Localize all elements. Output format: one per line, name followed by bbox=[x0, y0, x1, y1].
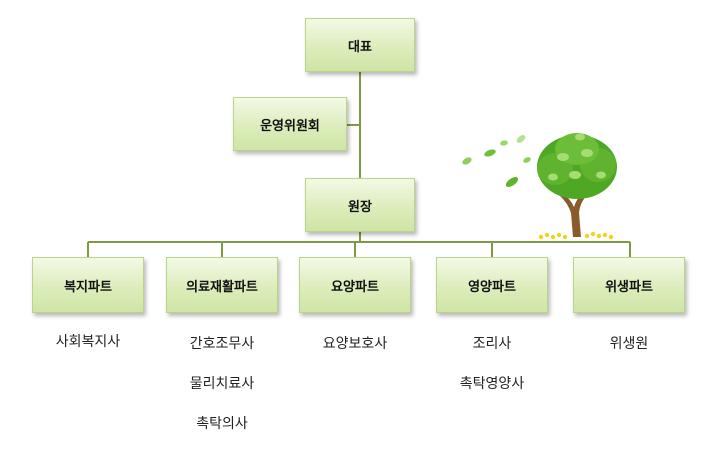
committee-box: 운영위원회 bbox=[233, 97, 347, 151]
staff-item: 사회복지사 bbox=[55, 334, 121, 350]
tree-icon bbox=[462, 133, 617, 240]
staff-item: 조리사 bbox=[472, 336, 512, 352]
staff-item: 간호조무사 bbox=[189, 336, 255, 352]
part-label: 의료재활파트 bbox=[186, 279, 258, 295]
part-box-nutrition: 영양파트 bbox=[436, 257, 548, 313]
committee-label: 운영위원회 bbox=[260, 118, 320, 134]
part-label: 위생파트 bbox=[605, 279, 653, 295]
part-label: 영양파트 bbox=[468, 279, 516, 295]
director-label: 원장 bbox=[348, 199, 372, 215]
staff-item: 요양보호사 bbox=[322, 336, 388, 352]
staff-item: 촉탁영양사 bbox=[459, 376, 525, 392]
top-label: 대표 bbox=[348, 39, 372, 55]
part-box-medical-rehab: 의료재활파트 bbox=[166, 257, 278, 313]
top-box: 대표 bbox=[305, 18, 415, 72]
part-label: 요양파트 bbox=[331, 279, 379, 295]
part-label: 복지파트 bbox=[64, 279, 112, 295]
part-box-welfare: 복지파트 bbox=[32, 257, 144, 313]
part-box-hygiene: 위생파트 bbox=[573, 257, 685, 313]
staff-item: 물리치료사 bbox=[189, 376, 255, 392]
director-box: 원장 bbox=[305, 178, 415, 232]
part-box-care: 요양파트 bbox=[299, 257, 411, 313]
staff-item: 위생원 bbox=[609, 336, 649, 352]
staff-item: 촉탁의사 bbox=[196, 416, 248, 432]
